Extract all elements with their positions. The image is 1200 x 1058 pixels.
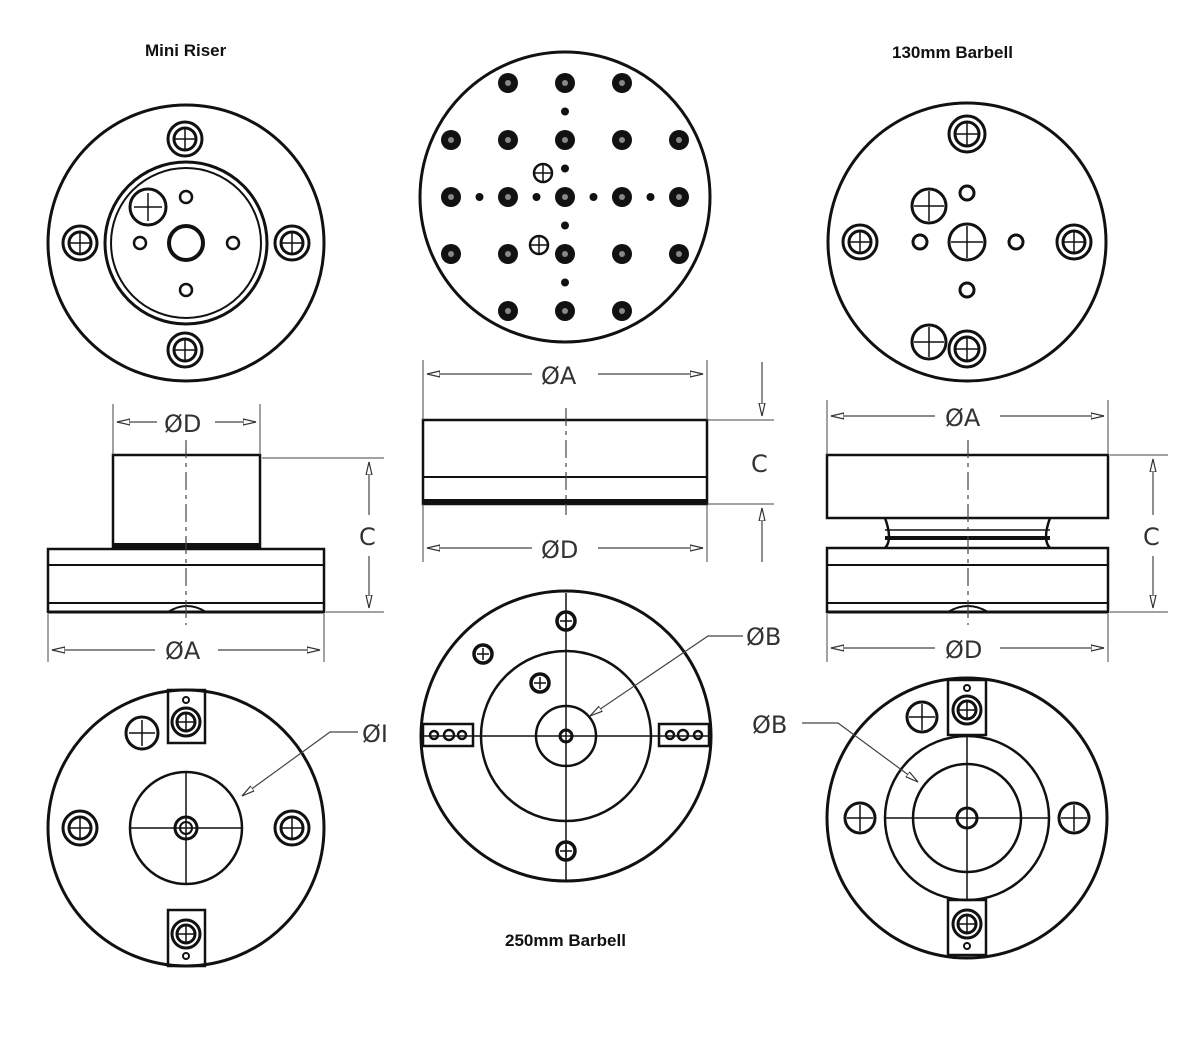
pin-hole (475, 193, 484, 201)
barbell-250-bottom-outline (419, 589, 713, 883)
mini-riser-top-outline (46, 103, 326, 383)
barbell-130-dim-a-label: ØA (945, 404, 981, 432)
mini-riser-dim-a-label: ØA (165, 637, 201, 665)
pin-hole (646, 193, 655, 201)
barbell-130-top-view (826, 101, 1108, 383)
mini-riser-top-bolt-w (61, 224, 99, 262)
mini-riser-top-bolt-s (166, 331, 204, 369)
pin-hole (561, 107, 569, 116)
title-130mm-barbell: 130mm Barbell (892, 43, 1013, 62)
title-250mm-barbell: 250mm Barbell (505, 931, 626, 950)
mini-riser-center-bore (167, 224, 205, 262)
title-mini-riser: Mini Riser (145, 41, 227, 60)
barbell-250-top-outline (418, 50, 712, 344)
mini-riser-dim-c-label: C (359, 523, 376, 551)
barbell-130-top-outline (826, 101, 1108, 383)
barbell-250-top-view (418, 50, 712, 344)
mini-riser-top-dowel (128, 187, 168, 227)
mini-riser-top-view (46, 103, 326, 383)
mini-riser-bottom-dowel (124, 715, 160, 751)
barbell-130-dim-b-label: ØB (752, 711, 787, 739)
barbell-130-dim-d-label: ØD (945, 636, 982, 664)
barbell-250-side-view (421, 360, 774, 562)
barbell-250-dim-b-label: ØB (746, 623, 781, 651)
mini-riser-side-view (46, 404, 384, 662)
barbell-250-dim-a-label: ØA (541, 362, 577, 390)
barbell-250-bottom-view (419, 589, 743, 883)
pin-hole (561, 278, 569, 287)
barbell-130-side-view (825, 400, 1168, 662)
barbell-130-bottom-outline (825, 676, 1109, 960)
mini-riser-dim-d-label: ØD (164, 410, 201, 438)
mini-riser-top-bolt-n (166, 120, 204, 158)
barbell-130-bottom-view (802, 676, 1109, 960)
mini-riser-top-bolt-e (273, 224, 311, 262)
pin-hole (532, 193, 541, 201)
barbell-130-dim-c-label: C (1143, 523, 1160, 551)
mini-riser-bottom-view (46, 688, 358, 968)
barbell-250-dim-c-label: C (751, 450, 768, 478)
pin-hole (561, 221, 569, 230)
pin-hole (561, 164, 569, 173)
pin-hole (589, 193, 598, 201)
mini-riser-dim-b-label: ØI (362, 720, 388, 748)
barbell-250-dim-d-label: ØD (541, 536, 578, 564)
